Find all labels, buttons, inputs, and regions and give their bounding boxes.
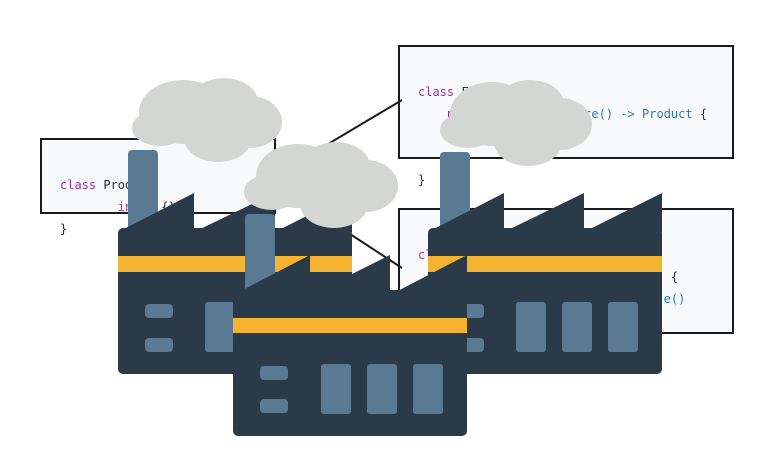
- window-icon: [260, 399, 288, 413]
- factory-stripe: [118, 256, 352, 272]
- window-icon: [413, 364, 443, 414]
- factory-stripe: [428, 256, 662, 272]
- connector-line: [349, 233, 403, 269]
- smoke-icon: [440, 80, 592, 166]
- connector-line: [317, 99, 403, 151]
- smoke-icon: [132, 78, 282, 162]
- factory-center-icon: [233, 142, 467, 436]
- code-type: Product: [642, 107, 693, 121]
- window-icon: [321, 364, 351, 414]
- window-icon: [260, 366, 288, 380]
- code-text: {: [670, 270, 679, 284]
- code-method: e(): [663, 292, 686, 306]
- window-icon: [145, 304, 173, 318]
- code-keyword: class: [418, 85, 455, 99]
- code-arrow: ->: [620, 107, 635, 121]
- window-icon: [205, 302, 235, 352]
- window-icon: [608, 302, 638, 352]
- window-icon: [145, 338, 173, 352]
- window-icon: [562, 302, 592, 352]
- code-text: {: [699, 107, 708, 121]
- code-text: }: [418, 173, 426, 187]
- code-keyword: class: [60, 178, 97, 192]
- factory-stripe: [233, 318, 467, 333]
- code-text: }: [60, 222, 68, 236]
- factory-right-icon: [428, 80, 662, 374]
- window-icon: [516, 302, 546, 352]
- window-icon: [367, 364, 397, 414]
- smoke-icon: [244, 142, 398, 228]
